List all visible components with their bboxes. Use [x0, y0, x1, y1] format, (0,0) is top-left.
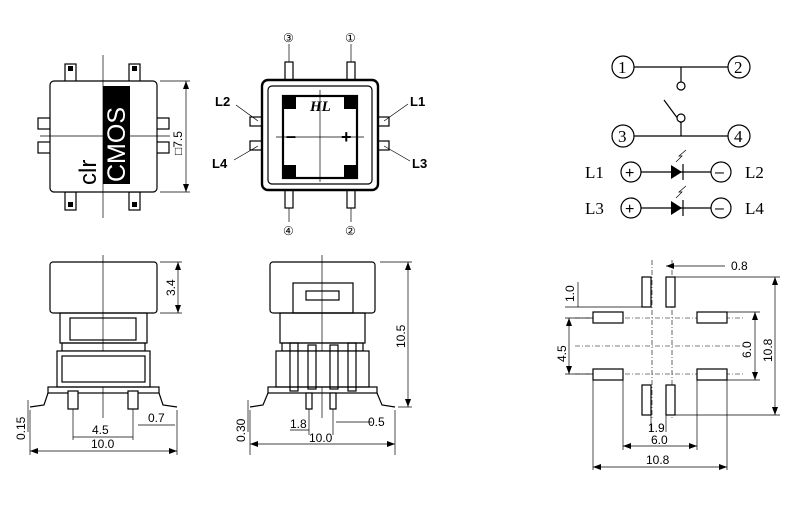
- fp-dim-top: 0.8: [731, 259, 748, 273]
- dim-side-foot: 0.30: [234, 418, 248, 442]
- schem-L3: L3: [585, 199, 604, 218]
- led-label-L3: L3: [412, 156, 427, 171]
- fp-dim-outer-h: 10.8: [761, 338, 775, 362]
- pin-view-minus: –: [286, 126, 296, 146]
- fp-dim-inner-w2: 6.0: [651, 433, 668, 447]
- schem-L2: L2: [745, 163, 764, 182]
- top-view-leads: [37, 63, 170, 211]
- schem-L1: L1: [585, 163, 604, 182]
- pin-label-4: ④: [283, 224, 294, 238]
- pin-label-3: ③: [283, 31, 294, 45]
- footprint: 0.8 1.0 4.5 6.0 10.8: [555, 259, 780, 470]
- node-3: 3: [618, 127, 627, 146]
- pin-label-1: ①: [345, 31, 356, 45]
- schem-L1-plus: +: [625, 165, 634, 182]
- fp-dim-inner-w: 6.0: [740, 341, 754, 358]
- pin-label-2: ②: [345, 224, 356, 238]
- front-view: 3.4 0.15 4.5 0.7 10.0: [14, 255, 182, 455]
- pin-view: HL – + ③ ① ④ ② L2 L1 L4 L3: [212, 31, 427, 238]
- dim-top-side: □7.5: [171, 131, 185, 155]
- led-label-L1: L1: [410, 94, 425, 109]
- dim-front-foot: 0.15: [14, 416, 28, 440]
- side-view: 10.5 0.30 1.8 0.5 10.0: [234, 255, 412, 455]
- node-1: 1: [618, 58, 627, 77]
- dim-side-height: 10.5: [394, 324, 408, 348]
- brand-cmos: CMOS: [103, 107, 131, 182]
- pin-view-plus: +: [341, 127, 352, 147]
- dim-front-pad: 0.7: [148, 411, 165, 425]
- dim-cap-height: 3.4: [164, 279, 178, 296]
- schem-L3-plus: +: [625, 201, 634, 218]
- led-label-L2: L2: [215, 94, 230, 109]
- led-label-L4: L4: [212, 156, 228, 171]
- schematic: 1 2 3 4 L1 + – L2 L3 + – L4: [585, 55, 764, 219]
- pin-view-logo: HL: [309, 99, 331, 115]
- dim-front-pitch: 4.5: [92, 423, 109, 437]
- top-view: clr CMOS □7.5: [37, 55, 190, 218]
- schem-L1-minus: –: [715, 164, 724, 181]
- brand-clr: clr: [75, 160, 102, 185]
- fp-dim-pitch-v: 4.5: [555, 345, 569, 362]
- dim-side-width: 10.0: [309, 431, 333, 445]
- schem-L4-minus: –: [715, 200, 724, 217]
- schem-L4: L4: [745, 199, 764, 218]
- dim-front-width: 10.0: [91, 437, 115, 451]
- node-4: 4: [734, 127, 743, 146]
- dim-side-d2: 0.5: [368, 415, 385, 429]
- node-2: 2: [734, 58, 743, 77]
- fp-dim-gap: 1.9: [648, 421, 665, 435]
- fp-dim-pad-len: 1.0: [563, 285, 577, 302]
- fp-dim-outer-w: 10.8: [646, 453, 670, 467]
- dim-side-d1: 1.8: [290, 417, 307, 431]
